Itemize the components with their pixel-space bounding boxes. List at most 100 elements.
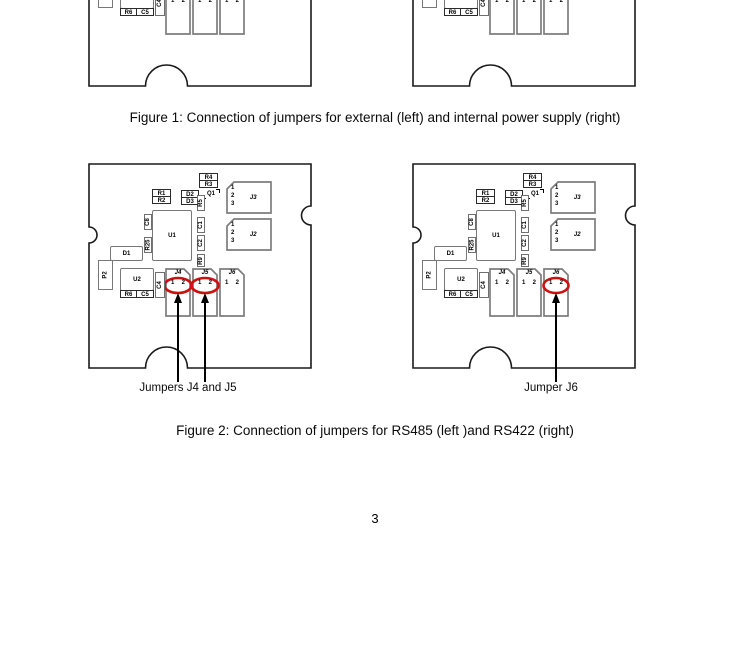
connector-j4-label: J4: [174, 270, 182, 276]
pin-label: 1: [225, 0, 229, 4]
pin-label: 1: [555, 185, 559, 191]
connector-j6-shape: [543, 0, 569, 35]
component-c8: C8: [468, 214, 476, 230]
fig1-left-board: R4 R3 R1 R2 D2 D3 Q1 R5 C8 U1 C1 C2 R9 R…: [88, 0, 312, 87]
pin-label: 3: [231, 238, 235, 244]
component-u1: U1: [152, 210, 192, 261]
pin-label: 1: [231, 185, 235, 191]
component-r25: R25: [144, 237, 152, 253]
pin-label: 1: [522, 280, 526, 286]
connector-j5-shape: [192, 0, 218, 35]
connector-j4-shape: [489, 268, 515, 317]
pin-label: 3: [555, 201, 559, 207]
connector-j3-shape: [226, 181, 272, 214]
component-p2: P2: [98, 0, 113, 8]
component-d1: D1: [434, 246, 467, 261]
fig2-right-board: R4 R3 R1 R2 D2 D3 Q1 R5 C8 U1 C1 C2 R9 R…: [412, 163, 636, 369]
component-r3: R3: [523, 180, 542, 188]
pin-label: 1: [555, 222, 559, 228]
board-outline-svg: [412, 0, 636, 87]
connector-j2-shape: [550, 218, 596, 251]
component-u2: U2: [444, 268, 478, 291]
pin-label: 3: [231, 201, 235, 207]
connector-j3-shape: [550, 181, 596, 214]
connector-j4: J4 12: [490, 0, 514, 34]
arrow-shaft: [177, 301, 179, 382]
component-r2: R2: [476, 196, 495, 204]
connector-j6-shape: [219, 0, 245, 35]
component-p2: P2: [422, 0, 437, 8]
pin-label: 1: [198, 0, 202, 4]
connector-j2-shape: [226, 218, 272, 251]
component-r3: R3: [199, 180, 218, 188]
pin-label: 2: [555, 230, 559, 236]
component-c5: C5: [136, 290, 154, 298]
jumpers-note-right: Jumper J6: [524, 382, 578, 394]
connector-j6-label: J6: [552, 270, 560, 276]
arrowhead-icon: [200, 293, 209, 303]
component-c5: C5: [460, 290, 478, 298]
pin-label: 1: [495, 0, 499, 4]
component-c8: C8: [144, 214, 152, 230]
figure2-caption: Figure 2: Connection of jumpers for RS48…: [176, 423, 574, 438]
connector-j5-shape: [516, 268, 542, 317]
component-u1: U1: [476, 210, 516, 261]
component-r6: R6: [444, 290, 461, 298]
connector-j5: J5 12: [193, 0, 217, 34]
page-number: 3: [371, 511, 379, 526]
pin-label: 2: [231, 193, 235, 199]
component-c5: C5: [136, 8, 154, 16]
component-r5: R5: [521, 195, 529, 211]
component-r9: R9: [197, 254, 205, 267]
pin-label: 1: [198, 280, 202, 286]
connector-j3-label: J3: [249, 194, 257, 201]
jumper-arrow-j6: [551, 293, 561, 382]
pin-label: 2: [559, 280, 563, 286]
arrow-shaft: [555, 301, 557, 382]
board-outline-svg: [88, 0, 312, 87]
component-c4: C4: [479, 272, 489, 298]
pin-label: 2: [208, 0, 212, 4]
component-r2: R2: [152, 196, 171, 204]
jumper-arrow-j4: [173, 293, 183, 382]
pin-label: 2: [235, 0, 239, 4]
connector-j6-label: J6: [228, 270, 236, 276]
component-c4: C4: [479, 0, 489, 16]
component-p2: P2: [98, 260, 113, 290]
pin-label: 1: [225, 280, 229, 286]
component-c2: C2: [521, 235, 529, 251]
fig2-left-board: R4 R3 R1 R2 D2 D3 Q1 R5 C8 U1 C1 C2 R9 R…: [88, 163, 312, 369]
pin-label: 2: [235, 280, 239, 286]
connector-j5: J5 12: [517, 0, 541, 34]
connector-j6: J6 12: [220, 0, 244, 34]
pin-label: 1: [522, 0, 526, 4]
connector-j6-shape: [219, 268, 245, 317]
pin-label: 2: [505, 0, 509, 4]
component-c5: C5: [460, 8, 478, 16]
connector-j4-shape: [165, 0, 191, 35]
component-c2: C2: [197, 235, 205, 251]
component-q1-label: Q1: [530, 191, 539, 197]
pin-label: 1: [549, 0, 553, 4]
